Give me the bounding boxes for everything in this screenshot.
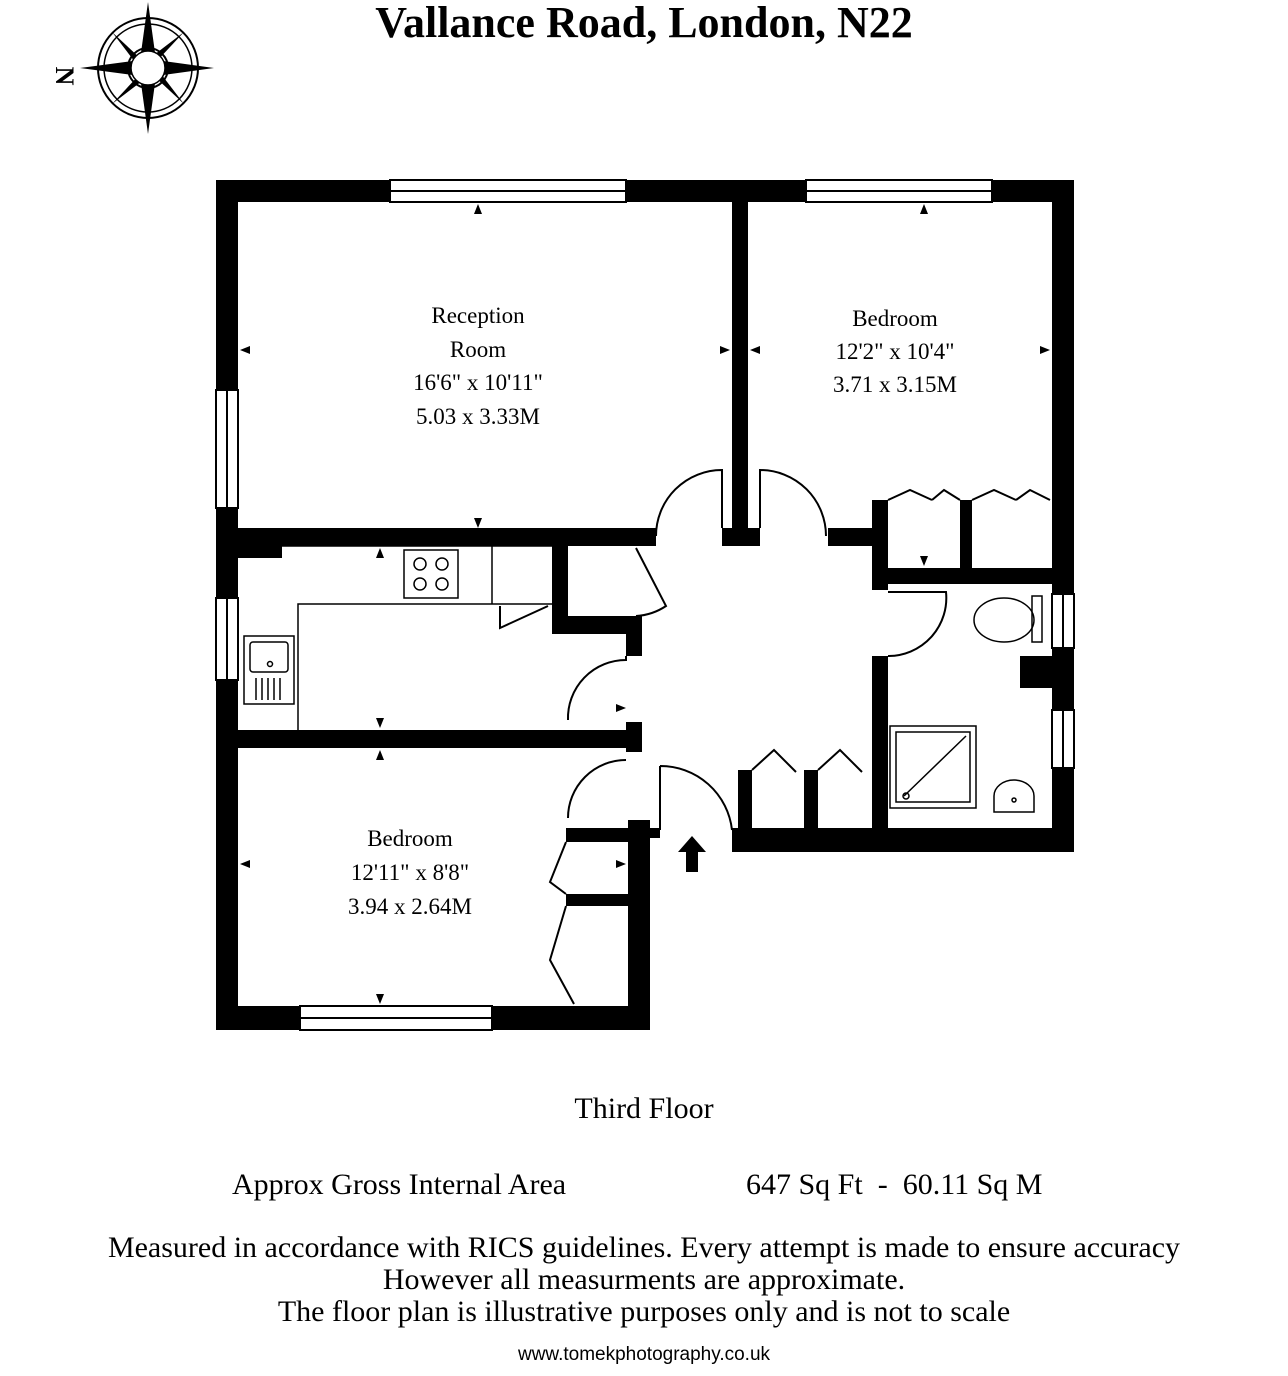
shower-tray-icon	[889, 725, 977, 809]
disclaimer-line: Measured in accordance with RICS guideli…	[107, 1231, 1181, 1264]
room-bedroom-right-imperial: 12'2" x 10'4"	[835, 339, 954, 364]
disclaimer-line: However all measurments are approximate.	[382, 1263, 906, 1296]
area-label: Approx Gross Internal Area	[232, 1168, 567, 1201]
bathroom-fittings	[889, 595, 1043, 813]
toilet-icon	[973, 597, 1035, 643]
doors	[499, 468, 1051, 1005]
room-bedroom-lower: Bedroom 12'11" x 8'8" 3.94 x 2.64M	[348, 826, 472, 919]
sink-icon	[243, 635, 295, 705]
room-bedroom-lower-name: Bedroom	[367, 826, 453, 851]
basin-icon	[993, 779, 1035, 813]
cistern-icon	[1031, 595, 1043, 643]
room-bedroom-lower-imperial: 12'11" x 8'8"	[351, 860, 469, 885]
room-bedroom-right-name: Bedroom	[852, 306, 938, 331]
disclaimer-line: The floor plan is illustrative purposes …	[277, 1295, 1011, 1328]
entrance-arrow-icon	[678, 836, 706, 872]
area-row: Approx Gross Internal Area 647 Sq Ft - 6…	[0, 1168, 1288, 1204]
room-reception: Reception Room 16'6" x 10'11" 5.03 x 3.3…	[413, 303, 543, 429]
room-reception-imperial: 16'6" x 10'11"	[413, 370, 543, 395]
kitchen-fittings	[238, 545, 552, 730]
compass-icon: N	[50, 2, 214, 134]
room-reception-name-2: Room	[450, 337, 506, 362]
room-bedroom-right-metric: 3.71 x 3.15M	[833, 372, 957, 397]
plan-title: Vallance Road, London, N22	[375, 0, 913, 47]
disclaimer: Measured in accordance with RICS guideli…	[0, 1232, 1288, 1328]
dimension-markers	[240, 204, 1050, 1004]
website-link[interactable]: www.tomekphotography.co.uk	[517, 1344, 771, 1365]
room-bedroom-lower-metric: 3.94 x 2.64M	[348, 894, 472, 919]
area-value: 647 Sq Ft - 60.11 Sq M	[746, 1168, 1043, 1201]
floor-label: Third Floor	[574, 1092, 714, 1125]
walls	[216, 180, 1074, 1030]
hob-icon	[403, 549, 459, 599]
room-reception-metric: 5.03 x 3.33M	[416, 404, 540, 429]
room-bedroom-right: Bedroom 12'2" x 10'4" 3.71 x 3.15M	[833, 306, 957, 397]
room-reception-name-1: Reception	[431, 303, 525, 328]
windows	[215, 179, 1075, 1031]
compass-north-label: N	[50, 67, 79, 86]
